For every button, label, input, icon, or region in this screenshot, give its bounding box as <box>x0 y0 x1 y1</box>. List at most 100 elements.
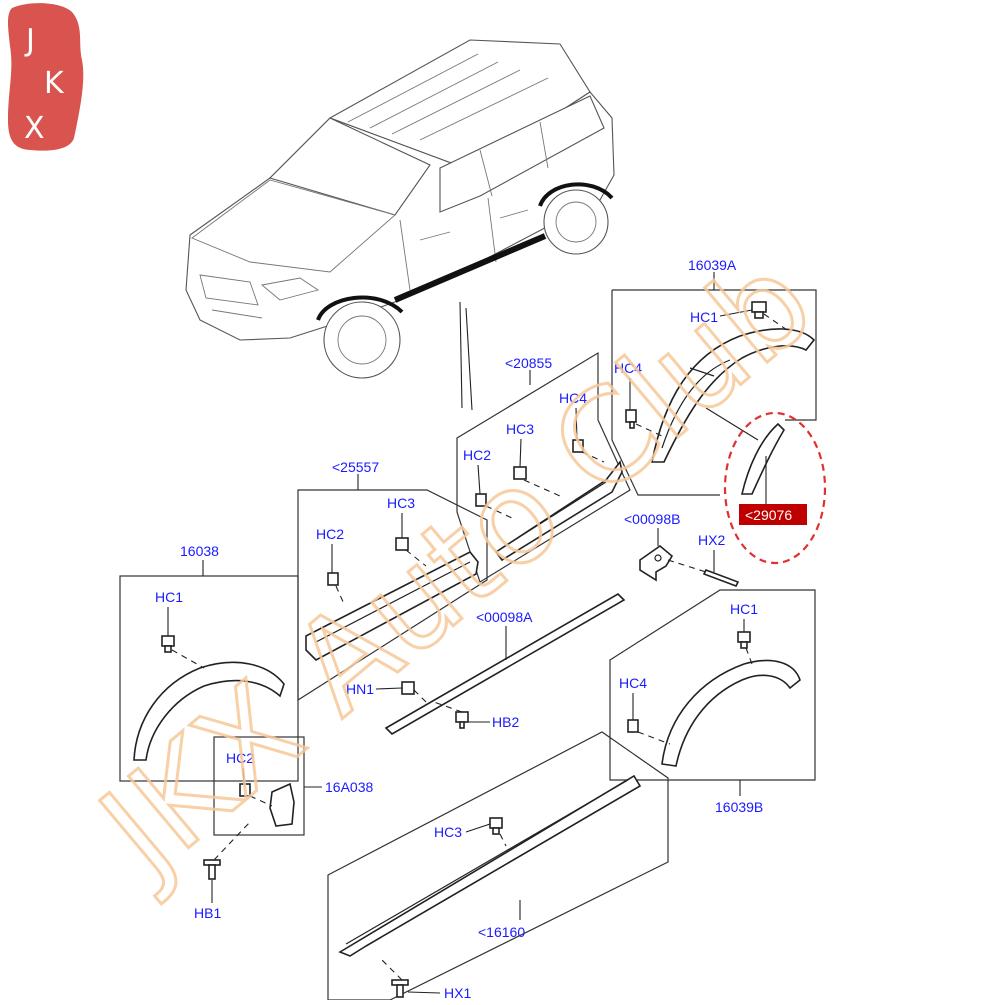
clip-hc3-bottom-icon <box>489 817 503 835</box>
part-rear-arch-upper <box>625 301 816 463</box>
clip-hc1-top-path <box>763 313 791 333</box>
group-box-16039b <box>609 589 816 796</box>
label-hc2-mid: HC2 <box>463 447 491 463</box>
sill-strip-shape <box>384 593 626 735</box>
leader-hx1 <box>407 991 441 994</box>
clip-hc4-mid-path <box>581 451 605 463</box>
car-hood <box>191 179 396 273</box>
car-window-pillars <box>479 121 549 197</box>
leader-hc2-mid <box>477 464 481 495</box>
group-box-16039a <box>611 272 817 496</box>
mud-flap-shape <box>269 782 295 827</box>
clip-hc1-right-icon <box>737 631 751 649</box>
label-20855: <20855 <box>505 355 552 371</box>
logo-letter-k: K <box>44 66 65 101</box>
clip-hc2-left-path <box>335 585 345 605</box>
group-box-16038 <box>119 560 299 782</box>
part-rear-door-molding <box>475 439 623 562</box>
label-hx1: HX1 <box>444 985 471 1000</box>
highlight-29076: <29076 <box>723 411 827 565</box>
rear-door-molding-shape <box>494 460 623 562</box>
car-grille <box>199 274 263 319</box>
label-hx2: HX2 <box>698 532 725 548</box>
bolt-hx2-shape <box>702 568 740 588</box>
label-25557: <25557 <box>332 459 379 475</box>
bolt-hb2-path <box>433 701 463 713</box>
bolt-hx2-path <box>667 559 707 573</box>
bolt-hx1-icon <box>391 979 409 998</box>
clip-hc4-top-path <box>635 423 663 437</box>
bolt-hb1-path <box>213 821 251 861</box>
label-hb2: HB2 <box>492 714 519 730</box>
group-box-20855 <box>456 351 631 583</box>
part-front-arch <box>133 635 285 761</box>
label-hc3-bottom: HC3 <box>434 824 462 840</box>
clip-hc3-left-path <box>405 549 427 567</box>
part-labels: 16039A HC1 HC4 <20855 HC4 HC3 HC2 <25557… <box>155 257 763 1001</box>
clip-hc4-right-icon <box>627 719 639 733</box>
rocker-panel-edge <box>345 779 641 947</box>
car-rear-arch <box>538 182 614 207</box>
box-16039b-outline <box>609 589 816 781</box>
clip-hc1-top-icon <box>751 301 767 319</box>
bolt-hb1-icon <box>203 859 221 880</box>
bolt-hx1-path <box>379 957 403 981</box>
group-box-16a038 <box>213 736 322 836</box>
label-16a038: 16A038 <box>325 779 373 795</box>
bracket-shape <box>639 544 674 582</box>
box-16038-outline <box>119 575 299 782</box>
clip-hc1-left-icon <box>161 635 175 653</box>
car-side-windows <box>439 95 605 213</box>
clip-hc2-mid-icon <box>475 493 487 507</box>
clip-hc4-top-icon <box>625 409 637 429</box>
box-16039a-outline-lower <box>611 290 720 496</box>
rear-arch-callout <box>705 407 759 441</box>
label-16039a: 16039A <box>688 257 737 273</box>
car-callout-lines <box>459 301 473 411</box>
logo-badge <box>8 3 84 151</box>
car-headlight <box>260 277 320 301</box>
leader-hn1 <box>375 687 403 690</box>
clip-hc1-right-path <box>745 647 753 665</box>
car-door-lines <box>399 197 529 291</box>
highlight-ring <box>723 411 827 565</box>
label-hc3-left: HC3 <box>387 495 415 511</box>
label-hc4-top: HC4 <box>614 360 642 376</box>
clip-hc2-mid-path <box>485 505 513 519</box>
front-arch-shape <box>133 661 285 761</box>
part-29076-label-bg <box>739 504 807 525</box>
label-hc1-right: HC1 <box>730 601 758 617</box>
label-hc4-right: HC4 <box>619 675 647 691</box>
leader-hc4-mid <box>575 407 578 441</box>
leader-hc2-flap <box>242 767 245 785</box>
label-hb1: HB1 <box>194 905 221 921</box>
front-door-molding-inner <box>315 561 471 643</box>
clip-hc2-flap-path <box>249 795 273 807</box>
jkx-logo: J K X <box>8 3 84 151</box>
car-rear-wheel <box>543 189 609 255</box>
clip-hc3-bottom-path <box>499 833 507 847</box>
car-front-wheel-rim <box>337 315 387 365</box>
label-00098b: <00098B <box>624 511 680 527</box>
label-hc4-mid: HC4 <box>559 390 587 406</box>
car-roof-rails <box>347 53 549 141</box>
car-front-arch <box>316 295 404 321</box>
car-front-wheel <box>323 301 401 379</box>
car-windshield <box>268 117 431 216</box>
car-side-sill <box>393 233 547 303</box>
leader-hc3-mid <box>519 438 522 468</box>
label-00098a: <00098A <box>476 609 533 625</box>
rear-arch-upper-inner <box>661 359 731 449</box>
leader-hc3-bottom <box>465 823 491 833</box>
clip-hc4-right-path <box>637 731 671 745</box>
label-16038: 16038 <box>180 543 219 559</box>
clip-hc4-mid-icon <box>572 439 584 453</box>
bolt-hb2-icon <box>455 711 469 729</box>
rear-door-molding-inner <box>501 481 607 549</box>
part-rocker-panel <box>338 774 642 998</box>
label-hn1: HN1 <box>346 681 374 697</box>
label-16039b: 16039B <box>715 799 763 815</box>
rear-arch-lower-shape <box>661 659 801 767</box>
part-rear-arch-lower <box>627 631 801 767</box>
